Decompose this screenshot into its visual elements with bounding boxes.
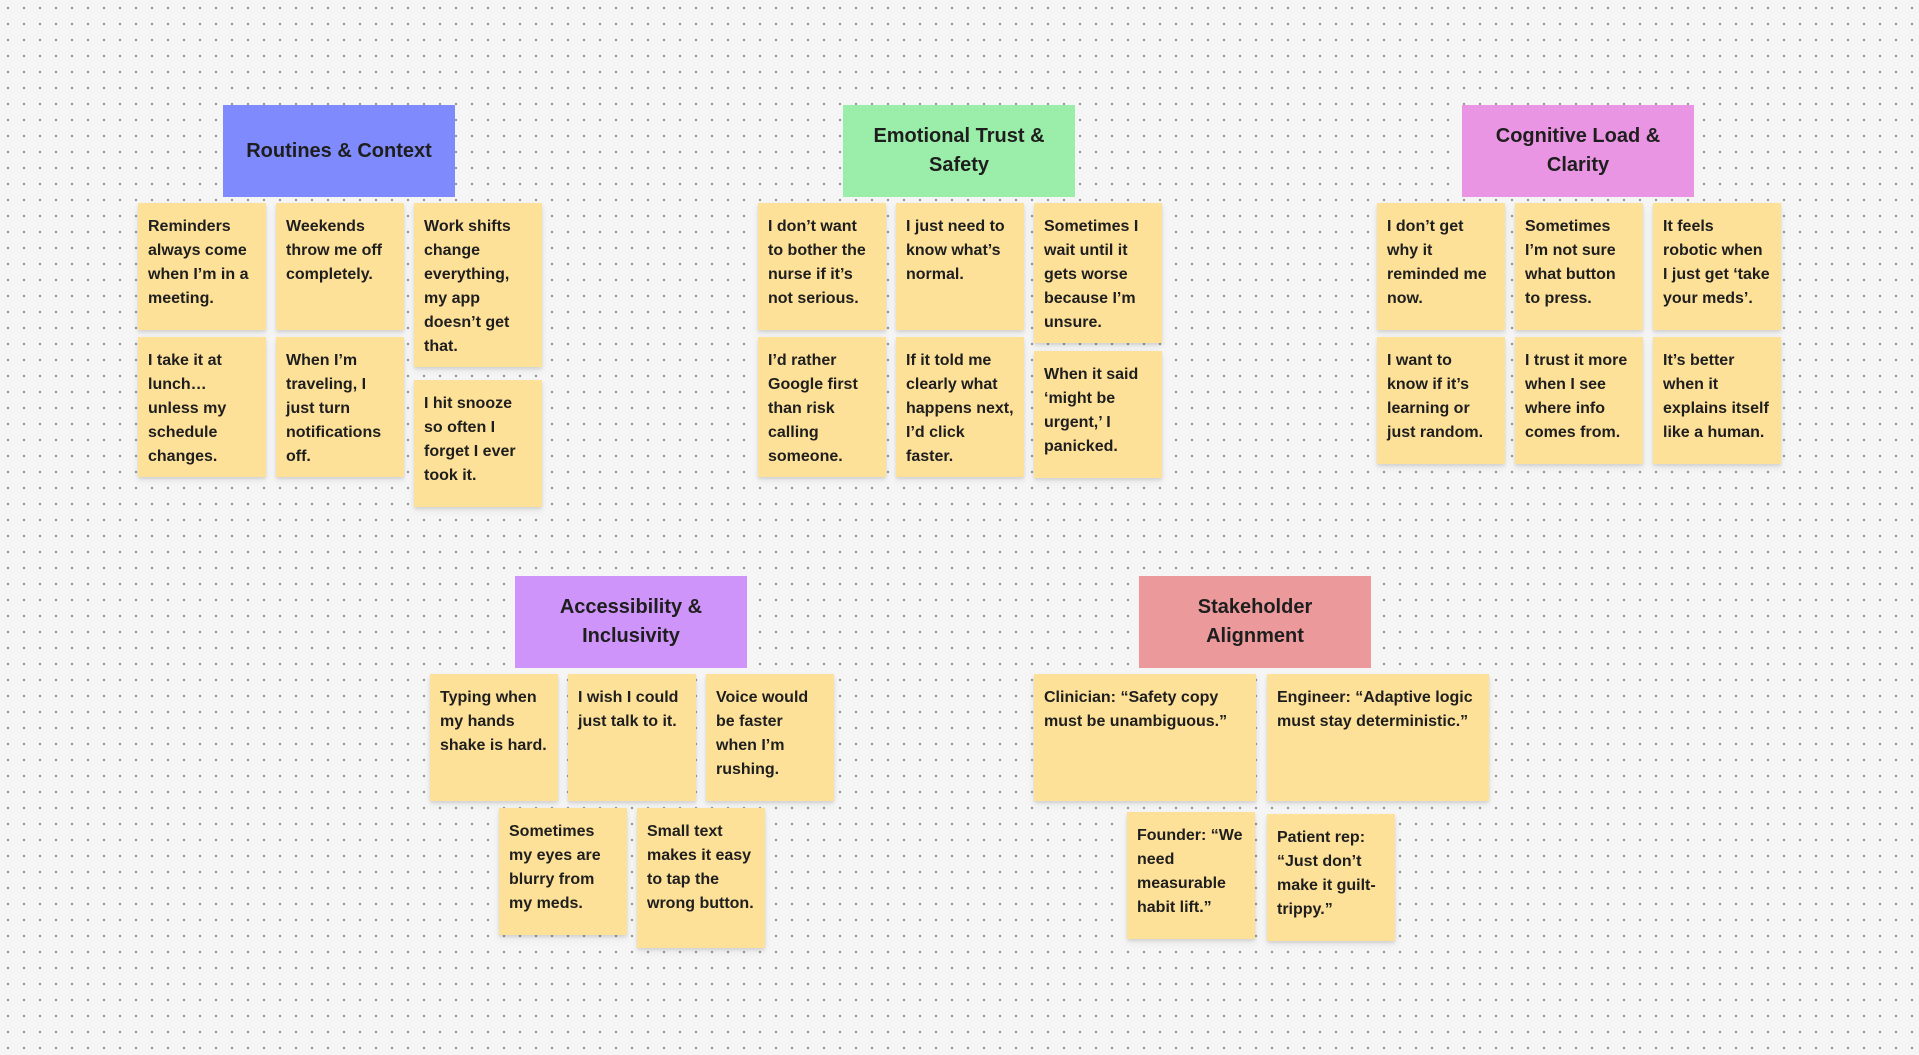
sticky-note[interactable]: I trust it more when I see where info co… (1515, 337, 1643, 464)
sticky-note-text: Weekends throw me off completely. (286, 218, 382, 283)
sticky-note[interactable]: I don’t get why it reminded me now. (1377, 203, 1505, 330)
sticky-note[interactable]: It feels robotic when I just get ‘take y… (1653, 203, 1781, 330)
sticky-note-text: Typing when my hands shake is hard. (440, 689, 547, 754)
sticky-note-text: Sometimes I wait until it gets worse bec… (1044, 218, 1139, 331)
sticky-note-text: It’s better when it explains itself like… (1663, 352, 1769, 441)
sticky-note[interactable]: Sometimes my eyes are blurry from my med… (499, 808, 627, 935)
sticky-note[interactable]: Work shifts change everything, my app do… (414, 203, 542, 367)
sticky-note-text: Voice would be faster when I’m rushing. (716, 689, 809, 778)
sticky-note-text: I don’t get why it reminded me now. (1387, 218, 1487, 307)
sticky-note-text: When it said ‘might be urgent,’ I panick… (1044, 366, 1139, 455)
sticky-note[interactable]: I want to know if it’s learning or just … (1377, 337, 1505, 464)
cluster-header-routines-context[interactable]: Routines & Context (223, 105, 455, 197)
sticky-note-text: I wish I could just talk to it. (578, 689, 679, 730)
sticky-note-text: Small text makes it easy to tap the wron… (647, 823, 754, 912)
sticky-note[interactable]: Small text makes it easy to tap the wron… (637, 808, 765, 948)
cluster-title: Cognitive Load & Clarity (1495, 125, 1661, 176)
sticky-note-text: Work shifts change everything, my app do… (424, 218, 511, 355)
sticky-note-text: Sometimes I’m not sure what button to pr… (1525, 218, 1616, 307)
sticky-note-text: I want to know if it’s learning or just … (1387, 352, 1484, 441)
cluster-title: Stakeholder Alignment (1197, 596, 1313, 647)
cluster-header-accessibility-inclusivity[interactable]: Accessibility & Inclusivity (515, 576, 747, 668)
sticky-note-text: Engineer: “Adaptive logic must stay dete… (1277, 689, 1473, 730)
sticky-note[interactable]: Voice would be faster when I’m rushing. (706, 674, 834, 801)
sticky-note-text: Founder: “We need measurable habit lift.… (1137, 827, 1243, 916)
sticky-note[interactable]: It’s better when it explains itself like… (1653, 337, 1781, 464)
sticky-note-text: I’d rather Google first than risk callin… (768, 352, 858, 465)
sticky-note[interactable]: Sometimes I wait until it gets worse bec… (1034, 203, 1162, 343)
sticky-note-text: Reminders always come when I’m in a meet… (148, 218, 249, 307)
sticky-note[interactable]: I hit snooze so often I forget I ever to… (414, 380, 542, 507)
cluster-header-emotional-trust-safety[interactable]: Emotional Trust & Safety (843, 105, 1075, 197)
sticky-note[interactable]: I wish I could just talk to it. (568, 674, 696, 801)
cluster-header-stakeholder-alignment[interactable]: Stakeholder Alignment (1139, 576, 1371, 668)
sticky-note[interactable]: Engineer: “Adaptive logic must stay dete… (1267, 674, 1489, 801)
sticky-note[interactable]: I’d rather Google first than risk callin… (758, 337, 886, 477)
sticky-note[interactable]: If it told me clearly what happens next,… (896, 337, 1024, 477)
sticky-note[interactable]: Typing when my hands shake is hard. (430, 674, 558, 801)
sticky-note[interactable]: Founder: “We need measurable habit lift.… (1127, 812, 1255, 939)
sticky-note-text: Patient rep: “Just don’t make it guilt-t… (1277, 829, 1376, 918)
sticky-note-text: When I’m traveling, I just turn notifica… (286, 352, 382, 465)
sticky-note[interactable]: Clinician: “Safety copy must be unambigu… (1034, 674, 1256, 801)
sticky-note-text: Sometimes my eyes are blurry from my med… (509, 823, 601, 912)
cluster-title: Emotional Trust & Safety (873, 125, 1045, 176)
sticky-note[interactable]: I don’t want to bother the nurse if it’s… (758, 203, 886, 330)
cluster-header-cognitive-load-clarity[interactable]: Cognitive Load & Clarity (1462, 105, 1694, 197)
sticky-note-text: I hit snooze so often I forget I ever to… (424, 395, 516, 484)
sticky-note[interactable]: Reminders always come when I’m in a meet… (138, 203, 266, 330)
sticky-note[interactable]: When I’m traveling, I just turn notifica… (276, 337, 404, 477)
sticky-note[interactable]: I just need to know what’s normal. (896, 203, 1024, 330)
sticky-note-text: I just need to know what’s normal. (906, 218, 1005, 283)
sticky-note[interactable]: Sometimes I’m not sure what button to pr… (1515, 203, 1643, 330)
sticky-note[interactable]: When it said ‘might be urgent,’ I panick… (1034, 351, 1162, 478)
sticky-note[interactable]: I take it at lunch… unless my schedule c… (138, 337, 266, 477)
sticky-note-text: I trust it more when I see where info co… (1525, 352, 1628, 441)
sticky-note-text: I don’t want to bother the nurse if it’s… (768, 218, 866, 307)
sticky-note[interactable]: Weekends throw me off completely. (276, 203, 404, 330)
cluster-title: Accessibility & Inclusivity (559, 596, 703, 647)
cluster-title: Routines & Context (246, 139, 432, 162)
sticky-note-text: I take it at lunch… unless my schedule c… (148, 352, 227, 465)
sticky-note-text: If it told me clearly what happens next,… (906, 352, 1014, 465)
sticky-note-text: Clinician: “Safety copy must be unambigu… (1044, 689, 1228, 730)
sticky-note[interactable]: Patient rep: “Just don’t make it guilt-t… (1267, 814, 1395, 941)
sticky-note-text: It feels robotic when I just get ‘take y… (1663, 218, 1770, 307)
